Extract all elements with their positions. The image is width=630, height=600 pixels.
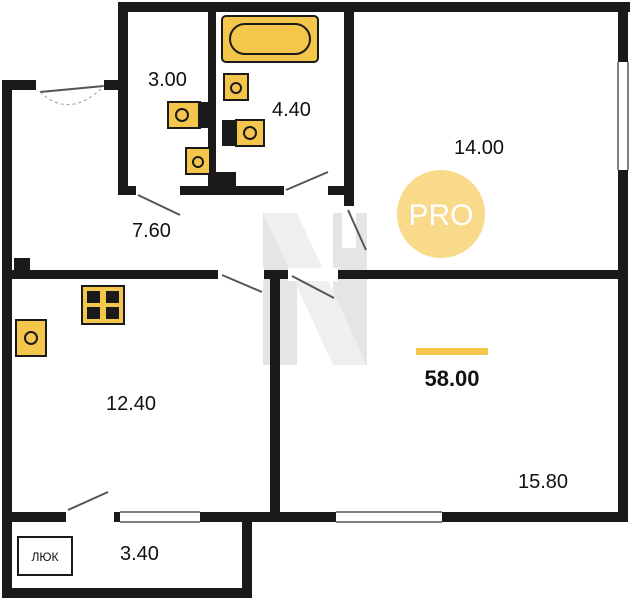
hatch-label: ЛЮК <box>32 550 59 564</box>
room-area-room-right: 14.00 <box>454 137 504 159</box>
door-kitchen <box>218 268 264 293</box>
toilet-wc-icon <box>167 101 210 129</box>
sink-bathroom-icon <box>223 73 249 101</box>
sink-wc-icon <box>185 147 211 175</box>
sink-kitchen-icon <box>15 319 47 357</box>
total-area-accent-bar <box>416 348 488 355</box>
room-area-bath-wc: 3.00 <box>148 69 187 91</box>
room-area-room-bottom-right: 15.80 <box>518 471 568 493</box>
bathtub-icon <box>221 15 319 63</box>
window-bottom-left <box>120 509 200 525</box>
door-entrance <box>36 78 105 106</box>
door-room-right <box>342 206 367 251</box>
total-area-value: 58.00 <box>424 366 479 391</box>
door-bathroom <box>284 171 329 197</box>
hatch-box <box>17 536 73 576</box>
door-bath <box>136 184 181 216</box>
room-area-balcony: 3.40 <box>120 543 159 565</box>
door-balcony <box>66 491 114 525</box>
room-area-hall: 7.60 <box>132 220 171 242</box>
room-area-bathroom: 4.40 <box>272 99 311 121</box>
window-right <box>615 62 630 170</box>
room-area-kitchen: 12.40 <box>106 393 156 415</box>
toilet-bathroom-icon <box>222 119 265 147</box>
door-room-bottom <box>288 268 338 299</box>
stove-icon <box>81 285 125 325</box>
pro-badge <box>397 170 485 258</box>
window-bottom-right <box>336 509 442 525</box>
pro-badge-label: PRO <box>408 199 473 232</box>
